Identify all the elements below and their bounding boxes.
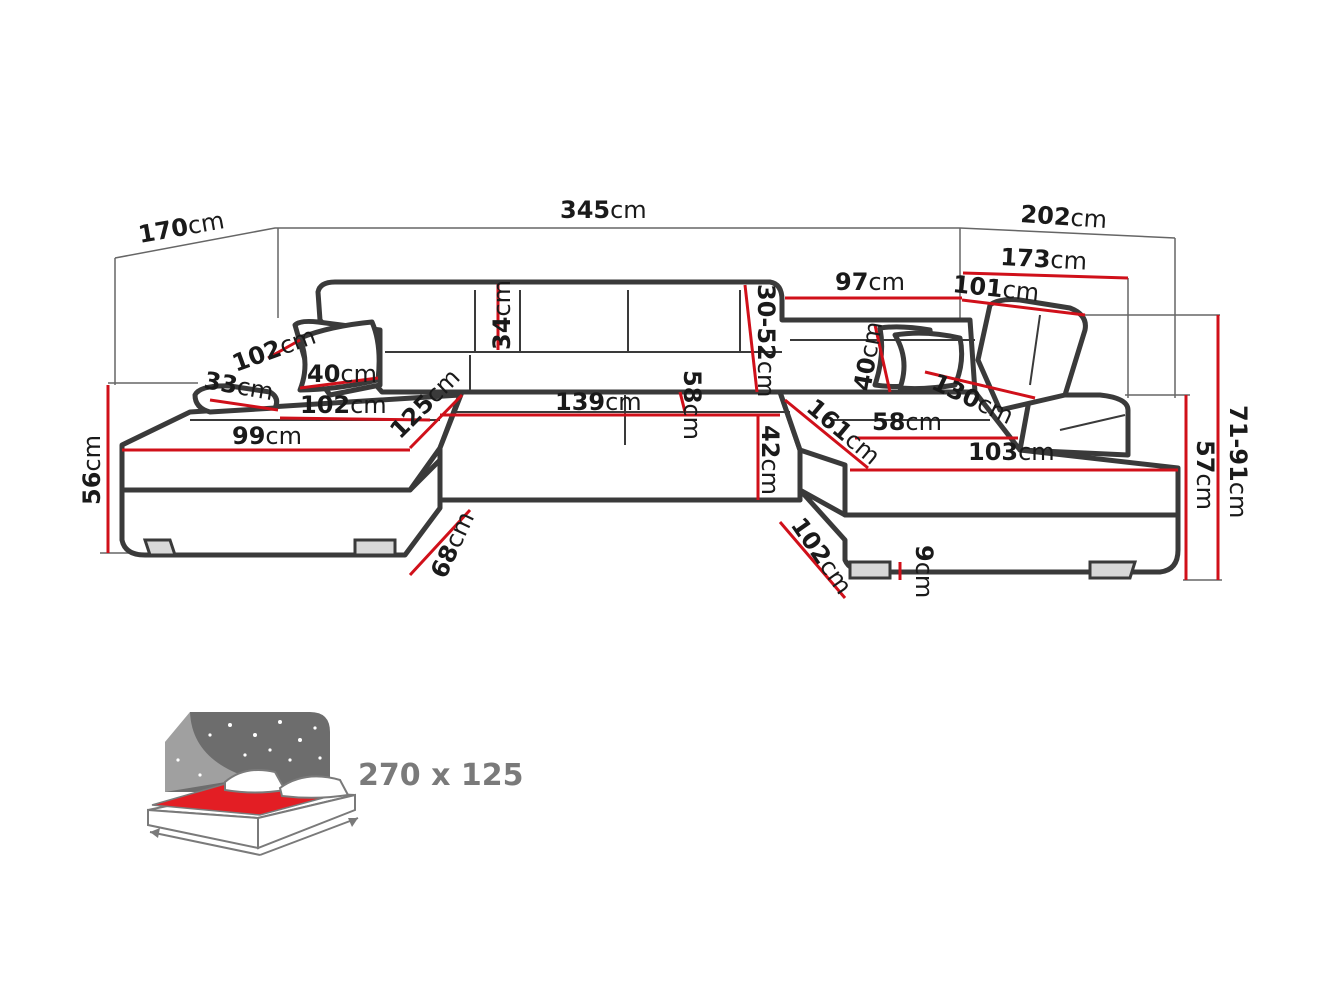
label-right-cushion-width: 101cm	[951, 270, 1040, 307]
label-left-pillow-height: 33cm	[202, 366, 276, 406]
dimension-lines	[106, 271, 1220, 599]
label-right-pillow-40: 40cm	[848, 319, 888, 393]
left-small-pillow	[297, 319, 382, 393]
label-left-height: 56cm	[78, 435, 106, 505]
label-headrest-height: 34cm	[488, 280, 516, 350]
right-headrest	[975, 297, 1088, 413]
label-center-seat-depth: 58cm	[678, 370, 706, 440]
leg-left-1	[142, 538, 178, 557]
label-backrest-adjust: 30-52cm	[752, 284, 780, 397]
label-center-seat-width: 139cm	[555, 388, 642, 416]
label-left-seat-width: 102cm	[300, 391, 387, 419]
label-right-height: 57cm	[1191, 440, 1219, 510]
label-right-seat-depth: 58cm	[872, 408, 942, 436]
label-left-end-width: 99cm	[232, 422, 302, 450]
label-total-width: 345cm	[560, 196, 647, 224]
label-right-seat-width: 97cm	[835, 268, 905, 296]
leg-right-1	[848, 560, 892, 580]
right-chaise-seat	[777, 389, 1181, 518]
label-total-right-depth: 202cm	[1020, 200, 1108, 234]
label-right-inner-depth: 173cm	[1000, 243, 1088, 275]
right-small-pillow-2	[892, 330, 965, 392]
leg-right-2	[1088, 560, 1138, 580]
bed-size-label: 270 x 125	[358, 758, 523, 793]
label-leg-height: 9cm	[910, 545, 938, 598]
right-armrest	[1017, 392, 1131, 458]
right-chaise-base	[797, 487, 1181, 575]
sleeping-bed-icon	[147, 712, 359, 856]
leg-left-2	[353, 538, 397, 557]
label-seat-height: 42cm	[756, 425, 784, 495]
label-small-pillow: 40cm	[307, 360, 377, 388]
label-total-left-depth: 170cm	[136, 206, 226, 249]
label-right-end-width: 103cm	[968, 438, 1055, 466]
label-total-height: 71-91cm	[1224, 405, 1252, 518]
